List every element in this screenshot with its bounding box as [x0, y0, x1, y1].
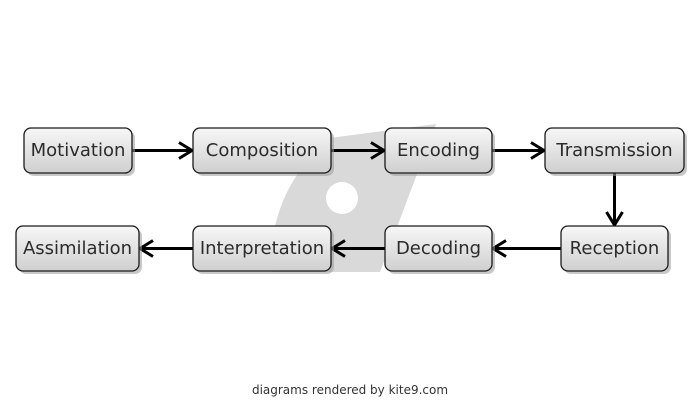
arrow-head-icon	[178, 141, 195, 160]
edge-encoding-to-transmission	[492, 141, 547, 160]
node-encoding: Encoding	[384, 127, 495, 176]
footer-credit: diagrams rendered by kite9.com	[251, 383, 449, 397]
node-label: Assimilation	[23, 238, 132, 259]
arrow-head-icon	[605, 211, 624, 228]
arrow-head-icon	[530, 141, 547, 160]
node-box	[15, 225, 140, 272]
node-label: Interpretation	[200, 238, 324, 259]
node-box	[192, 225, 332, 272]
node-box	[544, 127, 685, 174]
node-box	[384, 127, 493, 174]
node-box	[384, 225, 493, 272]
node-box	[192, 127, 332, 174]
edge-composition-to-encoding	[331, 141, 387, 160]
edge-transmission-to-reception	[605, 173, 624, 228]
node-label: Motivation	[31, 140, 126, 161]
node-motivation: Motivation	[23, 127, 135, 176]
node-composition: Composition	[192, 127, 334, 176]
node-label: Transmission	[555, 140, 672, 161]
edge-interpretation-to-assimilation	[137, 239, 193, 258]
node-transmission: Transmission	[544, 127, 687, 176]
node-reception: Reception	[560, 225, 671, 274]
edge-motivation-to-composition	[132, 141, 195, 160]
node-box	[560, 225, 669, 272]
node-label: Decoding	[396, 238, 481, 259]
nodes: Motivation Composition Encoding Transmissio…	[15, 127, 687, 274]
node-interpretation: Interpretation	[192, 225, 334, 274]
node-label: Composition	[206, 140, 318, 161]
node-box	[23, 127, 133, 174]
node-decoding: Decoding	[384, 225, 495, 274]
node-label: Encoding	[397, 140, 480, 161]
arrow-head-icon	[370, 141, 387, 160]
node-label: Reception	[570, 238, 660, 259]
edge-reception-to-decoding	[490, 239, 561, 258]
node-assimilation: Assimilation	[15, 225, 142, 274]
